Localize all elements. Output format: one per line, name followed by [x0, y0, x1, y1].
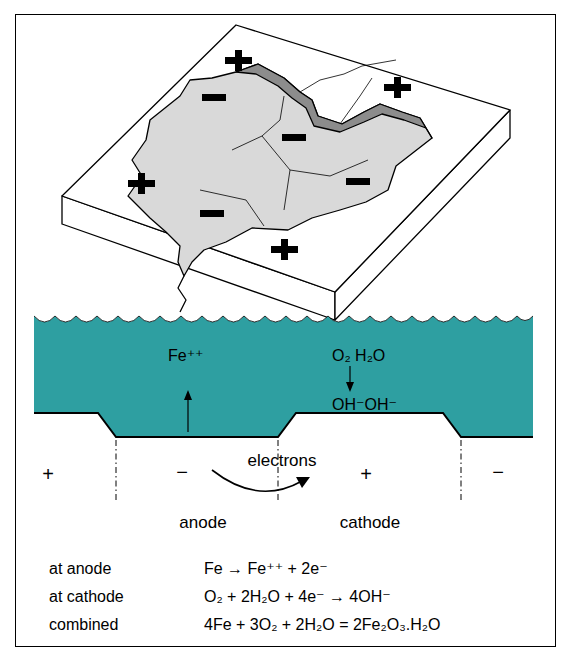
plus-symbol: [128, 173, 155, 194]
minus-symbol: [282, 134, 306, 141]
charge-mark: +: [42, 464, 54, 484]
minus-symbol: [202, 94, 226, 101]
flow-arrows: [184, 366, 354, 491]
crack-line: [284, 170, 290, 210]
water-body: [34, 316, 533, 437]
arrow-head: [296, 477, 310, 488]
plus-symbol: [384, 77, 411, 98]
equation-name: at anode: [49, 560, 111, 578]
hydroxide-label: OH⁻OH⁻: [332, 396, 397, 414]
crack-line: [262, 136, 368, 176]
plus-symbol: [271, 239, 298, 260]
pit-notch: [178, 276, 186, 312]
equation-name: combined: [49, 616, 118, 634]
metal-slab: [62, 25, 510, 320]
reactant-label: O₂ H₂O: [332, 347, 385, 365]
crack-line: [300, 60, 396, 92]
zone-label: cathode: [340, 514, 401, 532]
charge-mark: −: [176, 462, 188, 482]
crack-line: [232, 96, 284, 150]
equation-name: at cathode: [49, 588, 124, 606]
electron-label: electrons: [248, 452, 317, 470]
zone-divider: [278, 440, 279, 500]
arrow-head: [184, 390, 192, 400]
equation: O₂ + 2H₂O + 4e⁻ → 4OH⁻: [204, 588, 391, 606]
pit-wall: [236, 64, 432, 138]
equation: 4Fe + 3O₂ + 2H₂O = 2Fe₂O₃.H₂O: [204, 616, 440, 634]
minus-symbol: [346, 178, 370, 185]
charge-symbols: [128, 50, 411, 260]
crack-line: [340, 78, 372, 124]
equation: Fe → Fe⁺⁺ + 2e⁻: [204, 560, 328, 578]
corrosion-pit: [128, 64, 432, 276]
oxygen-arrow: [349, 366, 350, 384]
slab-top-face: [62, 25, 510, 292]
zone-label: anode: [179, 514, 226, 532]
arrow-head: [346, 382, 354, 392]
plus-symbol: [225, 50, 252, 71]
minus-symbol: [200, 210, 224, 217]
zone-dividers: [116, 440, 461, 500]
figure-border: [16, 15, 556, 647]
water-surface: [34, 316, 533, 322]
charge-mark: +: [360, 464, 372, 484]
electron-arrow: [212, 470, 302, 491]
ion-label: Fe⁺⁺: [168, 347, 204, 365]
crack-line: [200, 190, 264, 226]
zone-divider: [116, 440, 117, 500]
charge-mark: −: [492, 462, 504, 482]
ion-arrow: [187, 398, 188, 432]
zone-divider: [461, 440, 462, 500]
metal-surface-profile: [34, 413, 533, 437]
